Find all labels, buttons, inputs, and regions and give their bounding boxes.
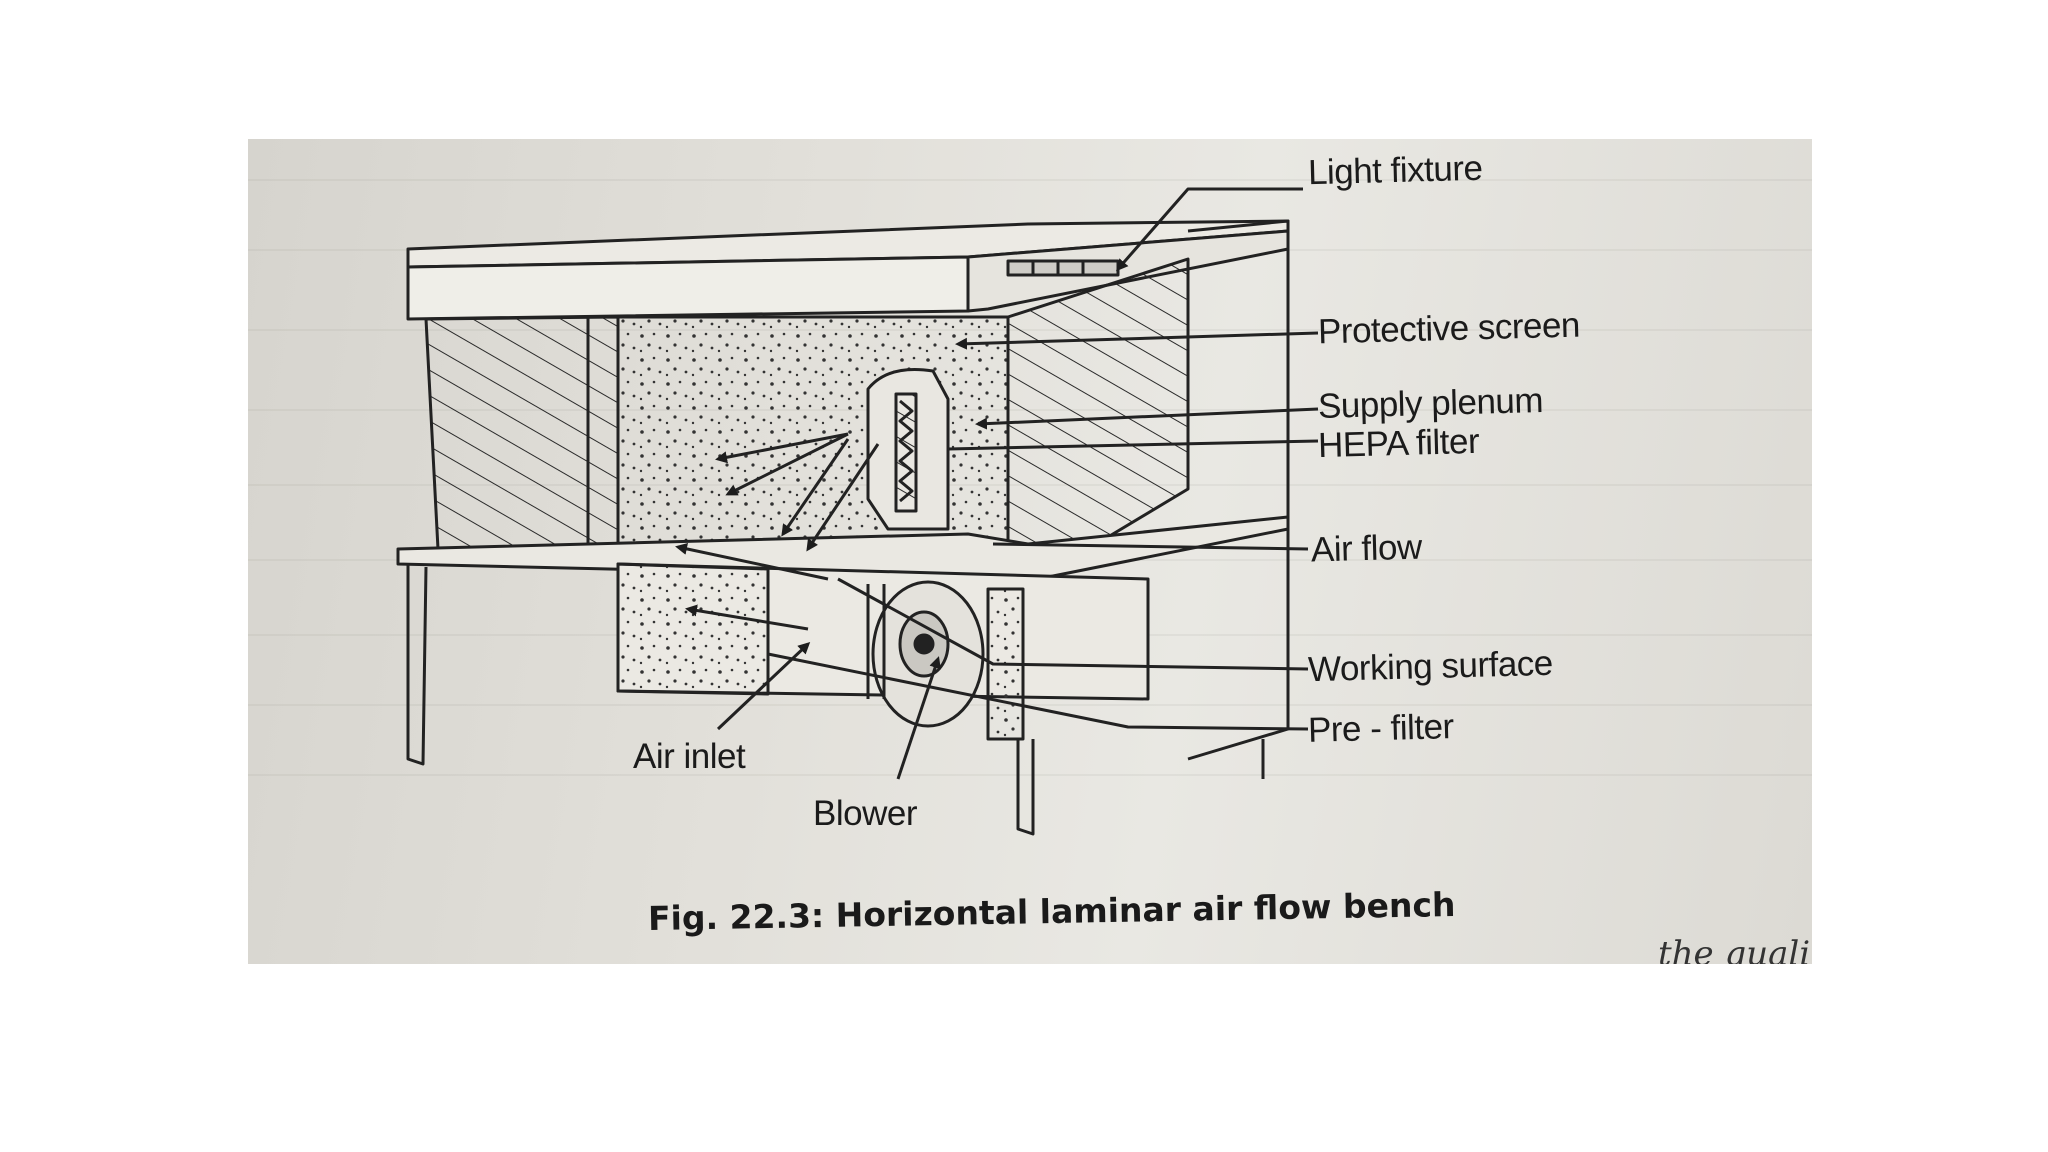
label-protective-screen: Protective screen [1317, 305, 1581, 352]
label-air-inlet: Air inlet [633, 737, 746, 776]
laminar-flow-bench-drawing [396, 187, 1319, 836]
leg-right [1016, 739, 1035, 836]
leader-light-fixture [1116, 187, 1303, 272]
airflow-arrow [685, 604, 809, 631]
canopy-front [406, 255, 970, 321]
pre-filter [616, 562, 770, 696]
leader-pre-filter [767, 652, 1309, 731]
label-working-surface: Working surface [1307, 643, 1554, 690]
leader-blower [896, 656, 941, 780]
label-supply-plenum: Supply plenum [1317, 381, 1544, 426]
airflow-arrow [715, 432, 849, 464]
leader-supply-plenum [975, 407, 1319, 430]
page-edge-text: the quality c [1658, 934, 1812, 964]
light-fixture-slots [1006, 259, 1120, 277]
label-blower: Blower [813, 794, 917, 833]
leg-left [406, 564, 428, 766]
airflow-arrow [806, 443, 880, 552]
leader-working-surface [837, 577, 1309, 671]
label-hepa-filter: HEPA filter [1317, 421, 1480, 466]
airflow-arrow [675, 543, 829, 581]
leader-air-flow [992, 542, 1309, 551]
leader-air-inlet [716, 641, 811, 731]
label-pre-filter: Pre - filter [1307, 707, 1455, 750]
airflow-arrow [781, 438, 850, 537]
label-air-flow: Air flow [1310, 527, 1423, 570]
airflow-arrow [725, 432, 849, 496]
label-light-fixture: Light fixture [1307, 148, 1483, 193]
diagram-photo: Light fixture Protective screen Supply p… [248, 139, 1812, 964]
leader-hepa-filter [947, 439, 1319, 451]
leader-protective-screen [955, 331, 1319, 350]
